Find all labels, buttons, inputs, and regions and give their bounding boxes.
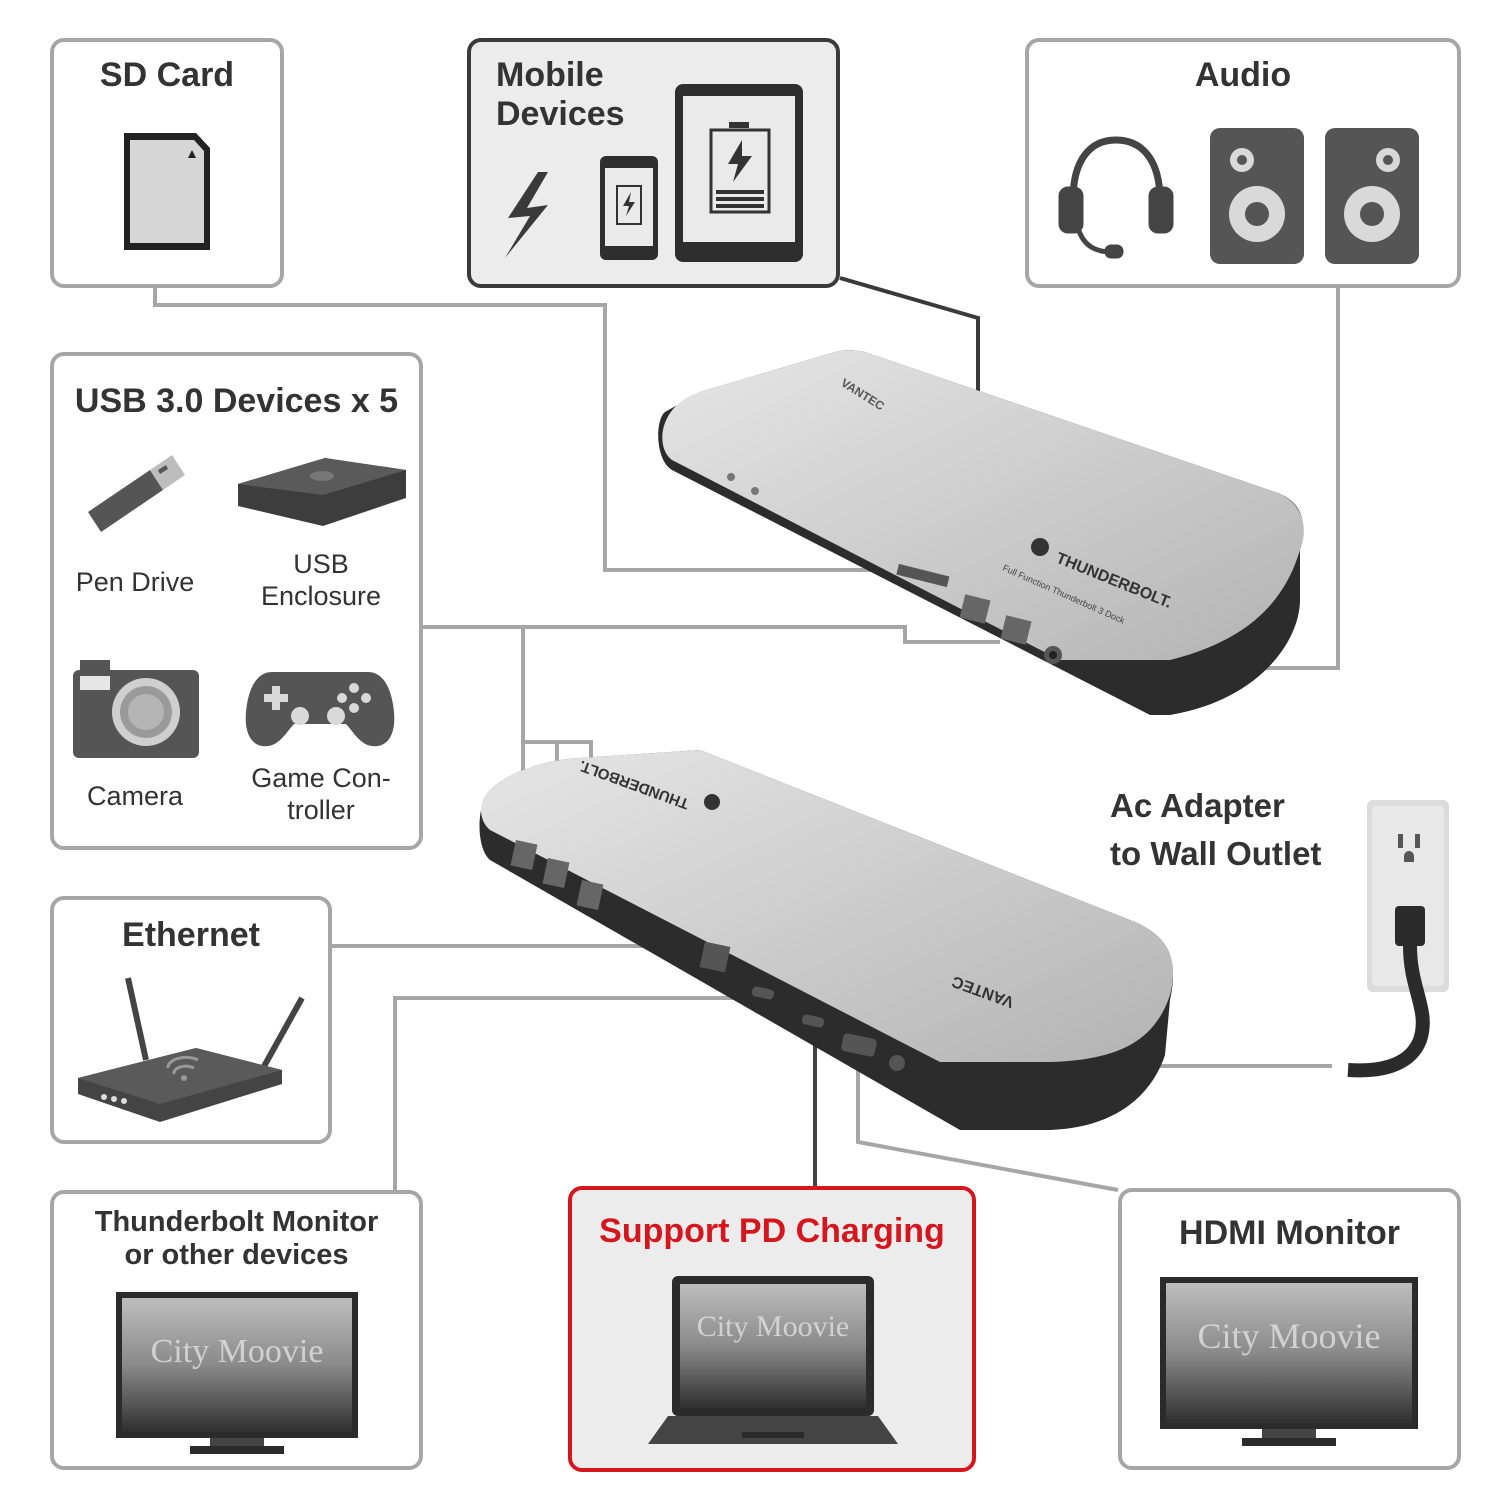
sd-card-connector [153, 288, 895, 572]
ethernet-title: Ethernet [122, 916, 260, 954]
usb-front-connector [423, 625, 1000, 644]
laptop-icon: City Moovie [648, 1276, 898, 1444]
hdmi-monitor-icon: City Moovie [1160, 1277, 1418, 1446]
hdmi-connector [856, 1070, 1119, 1192]
speaker-left-icon [1210, 128, 1304, 264]
usb-enclosure-icon [238, 458, 406, 526]
sd-card-title: SD Card [99, 56, 235, 94]
usb-enclosure-label: USB Enclosure [236, 548, 406, 613]
game-controller-label-line2: troller [287, 795, 355, 826]
ac-adapter-line1: Ac Adapter [1110, 787, 1285, 824]
dock-top [658, 350, 1304, 715]
camera-label: Camera [86, 781, 184, 811]
tablet-icon [675, 84, 803, 262]
thunderbolt-connector [393, 996, 748, 1190]
hdmi-monitor-watermark: City Moovie [1197, 1316, 1380, 1356]
usb-devices-box [50, 352, 423, 850]
wall-outlet-icon [1347, 800, 1449, 1078]
usb-devices-title: USB 3.0 Devices x 5 [74, 382, 399, 420]
hdmi-monitor-title: HDMI Monitor [1179, 1214, 1400, 1252]
game-controller-label: Game Con- troller [236, 762, 406, 827]
thunderbolt-monitor-line2: or other devices [124, 1239, 349, 1272]
camera-icon [73, 660, 199, 758]
audio-title: Audio [1194, 56, 1292, 94]
tb-monitor-watermark: City Moovie [151, 1333, 324, 1370]
router-icon [78, 977, 305, 1122]
lightning-icon [505, 172, 548, 258]
speaker-right-icon [1325, 128, 1419, 264]
usb-enclosure-label-line1: USB [293, 549, 349, 579]
sd-card-icon [124, 133, 210, 250]
thunderbolt-monitor-line1: Thunderbolt Monitor [94, 1206, 379, 1238]
ac-adapter-line2: to Wall Outlet [1110, 834, 1322, 872]
pen-drive-icon [88, 455, 185, 532]
usb-enclosure-label-line2: Enclosure [260, 581, 382, 612]
mobile-devices-title: Mobile Devices [496, 56, 625, 134]
laptop-watermark: City Moovie [697, 1310, 850, 1343]
headset-icon [1058, 136, 1174, 259]
phone-icon [600, 156, 658, 260]
dock-bottom [479, 750, 1174, 1130]
pen-drive-label: Pen Drive [75, 567, 195, 597]
ac-adapter-label: Ac Adapter to Wall Outlet [1110, 782, 1321, 878]
mobile-title-line2: Devices [496, 95, 625, 134]
game-controller-icon [245, 672, 395, 747]
thunderbolt-monitor-icon: City Moovie [116, 1292, 358, 1454]
pd-charging-title: Support PD Charging [599, 1212, 945, 1250]
mobile-title-line1: Mobile [496, 56, 604, 94]
thunderbolt-monitor-title: Thunderbolt Monitor or other devices [50, 1206, 423, 1273]
game-controller-label-line1: Game Con- [251, 763, 391, 793]
